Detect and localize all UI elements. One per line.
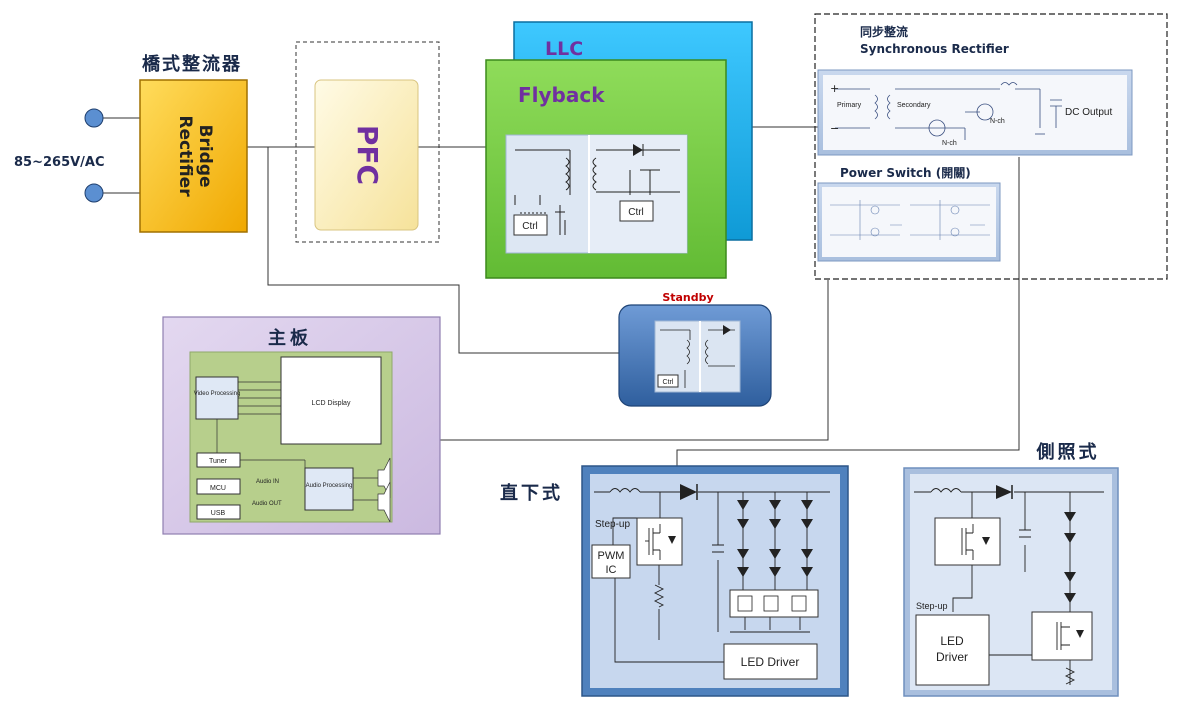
audio-out-label: Audio OUT <box>252 501 282 507</box>
bridge-title-cn: 橋式整流器 <box>142 53 242 75</box>
edge-lit-title: 側照式 <box>1036 441 1100 463</box>
bridge-label-line2: Rectifier <box>175 115 195 197</box>
pfc-label: PFC <box>351 125 384 185</box>
edge-lit-sink-mosfet-box <box>1031 611 1093 661</box>
lcd-display-label: LCD Display <box>312 400 351 407</box>
audio-processing-label: Audio Processing <box>306 483 353 489</box>
ac-input-terminal-bottom <box>84 183 104 203</box>
flyback-ctrl-left: Ctrl <box>522 221 538 232</box>
llc-label: LLC <box>545 38 583 60</box>
edge-lit-stepup: Step-up <box>916 601 948 611</box>
usb-box <box>196 504 241 520</box>
standby-ctrl: Ctrl <box>663 379 674 386</box>
pwm-ic-line1: PWM <box>598 550 625 562</box>
edge-lit-led-driver-box <box>915 614 990 686</box>
flyback-schematic-lines <box>514 149 680 235</box>
bridge-label-line1: Bridge <box>195 124 215 187</box>
power-switch-title: Power Switch (開關) <box>840 166 971 180</box>
edge-lit-mosfet-box <box>934 517 1001 566</box>
flyback-ctrl-right: Ctrl <box>628 207 644 218</box>
sync-rect-title-cn: 同步整流 <box>860 24 908 39</box>
svg-text:−: − <box>830 122 839 135</box>
sync-rect-dc-output: DC Output <box>1065 107 1112 118</box>
usb-label: USB <box>211 510 226 517</box>
pwm-ic-box <box>591 544 631 579</box>
mcu-box <box>196 478 241 495</box>
direct-lit-title: 直下式 <box>500 482 563 504</box>
pwm-ic-line2: IC <box>606 564 617 576</box>
audio-processing-box <box>304 467 354 511</box>
direct-lit-stepup: Step-up <box>595 519 630 530</box>
edge-lit-led-line2: Driver <box>936 650 968 664</box>
sync-rect-nch1: N-ch <box>990 118 1005 125</box>
sync-rect-title-en: Synchronous Rectifier <box>860 42 1009 56</box>
direct-lit-led-driver-box <box>723 643 818 680</box>
mainboard-title: 主板 <box>268 327 312 349</box>
video-processing-label: Video Processing <box>194 391 241 397</box>
pfc-block <box>314 79 419 231</box>
edge-lit-led-string <box>1064 512 1076 603</box>
speaker-icon <box>377 481 391 523</box>
pfc-dashed-boundary <box>295 41 440 243</box>
direct-lit-led-array <box>737 500 813 577</box>
direct-lit-mosfet-box <box>636 517 683 566</box>
wires <box>94 117 1020 466</box>
secondary-side-boundary <box>814 13 1168 280</box>
input-voltage-label: 85~265V/AC <box>14 155 105 170</box>
video-processing-box <box>195 376 239 420</box>
ac-input-terminal-top <box>84 108 104 128</box>
power-switch-schematic <box>822 187 996 257</box>
audio-in-label: Audio IN <box>256 479 279 485</box>
bridge-rectifier-block <box>139 79 248 233</box>
mcu-label: MCU <box>210 485 226 492</box>
edge-lit-led-line1: LED <box>940 634 964 648</box>
flyback-label: Flyback <box>518 83 605 107</box>
direct-lit-current-sinks <box>729 589 819 618</box>
sync-rect-nch2: N-ch <box>942 140 957 147</box>
sync-rect-schematic <box>823 75 1127 150</box>
direct-lit-led-driver: LED Driver <box>741 655 800 669</box>
sync-rect-primary: Primary <box>837 102 862 109</box>
standby-label: Standby <box>662 291 713 304</box>
lcd-display-box <box>280 356 382 445</box>
sync-rect-secondary: Secondary <box>897 102 931 109</box>
tuner-box <box>196 452 241 468</box>
svg-text:+: + <box>830 82 839 95</box>
tuner-label: Tuner <box>209 458 228 465</box>
